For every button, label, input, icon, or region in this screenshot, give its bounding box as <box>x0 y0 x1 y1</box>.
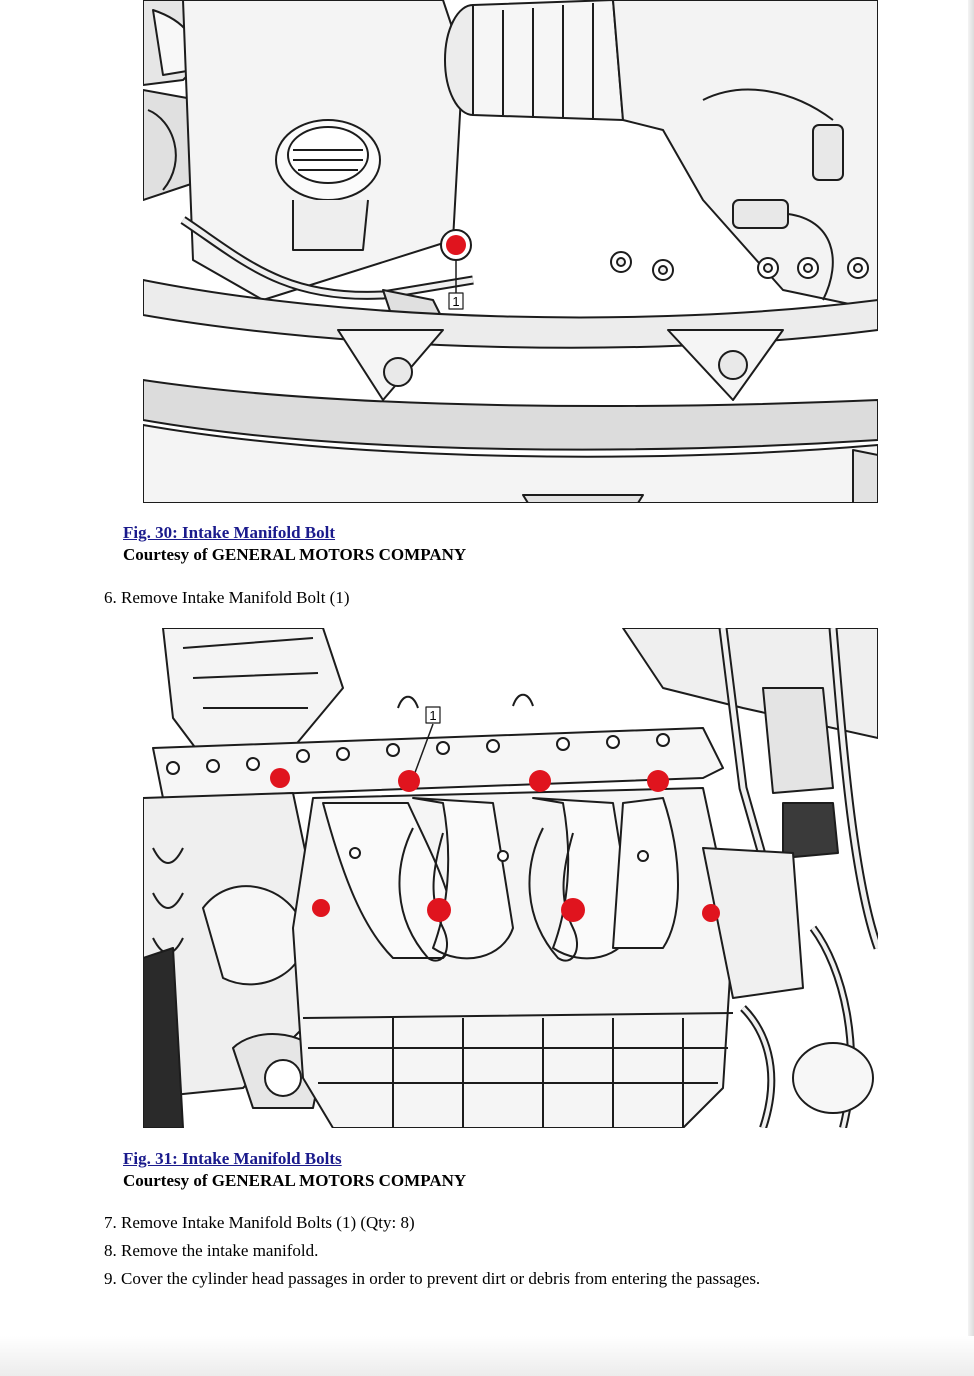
figure-30-link[interactable]: Fig. 30: Intake Manifold Bolt <box>123 523 336 542</box>
highlighted-bolt <box>702 904 720 922</box>
highlighted-bolt <box>647 770 669 792</box>
figure-30-image: 1 <box>143 0 878 503</box>
callout-number: 1 <box>452 294 459 309</box>
figure-31-link[interactable]: Fig. 31: Intake Manifold Bolts <box>123 1149 342 1168</box>
callout-number: 1 <box>429 708 436 723</box>
highlighted-bolt <box>529 770 551 792</box>
page-bottom-shadow <box>0 1336 974 1376</box>
figure-31-caption: Fig. 31: Intake Manifold Bolts Courtesy … <box>123 1148 466 1192</box>
highlighted-bolt <box>446 235 466 255</box>
step-6: 6. Remove Intake Manifold Bolt (1) <box>104 588 350 607</box>
highlighted-bolt <box>312 899 330 917</box>
figure-30-caption: Fig. 30: Intake Manifold Bolt Courtesy o… <box>123 522 466 566</box>
highlighted-bolt <box>270 768 290 788</box>
highlighted-bolt <box>398 770 420 792</box>
callout-box <box>448 292 464 310</box>
step-8: 8. Remove the intake manifold. <box>104 1241 319 1260</box>
page-edge <box>968 0 974 1376</box>
figure-30-courtesy: Courtesy of GENERAL MOTORS COMPANY <box>123 545 467 564</box>
highlighted-bolt <box>561 898 585 922</box>
callout-box <box>425 706 441 724</box>
step-9: 9. Cover the cylinder head passages in o… <box>104 1269 761 1288</box>
highlighted-bolt <box>427 898 451 922</box>
figure-31-image: 1 <box>143 628 878 1128</box>
step-7: 7. Remove Intake Manifold Bolts (1) (Qty… <box>104 1213 415 1232</box>
figure-31-courtesy: Courtesy of GENERAL MOTORS COMPANY <box>123 1171 467 1190</box>
